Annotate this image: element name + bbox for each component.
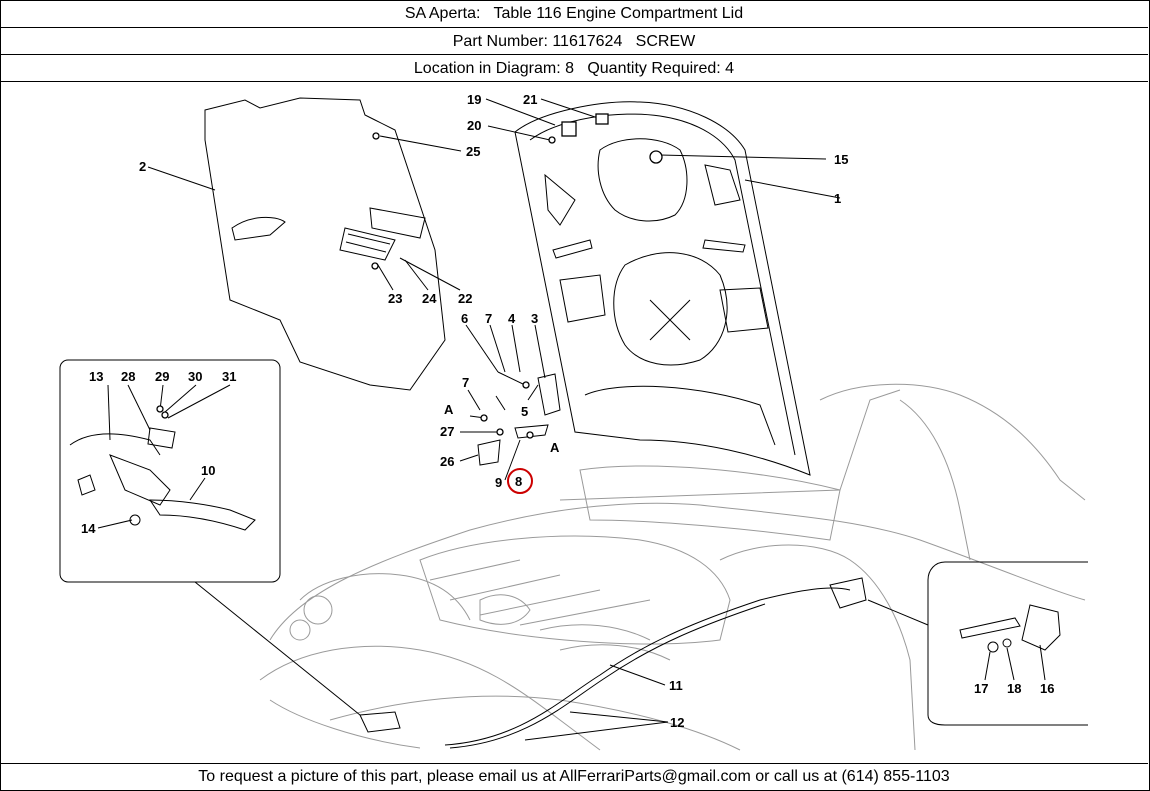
callout-1: 1	[834, 191, 841, 206]
callout-7-upper: 7	[485, 311, 492, 326]
callout-26: 26	[440, 454, 454, 469]
location-quantity-line: Location in Diagram: 8 Quantity Required…	[0, 55, 1148, 82]
callout-A-right: A	[550, 440, 560, 455]
callout-19: 19	[467, 92, 481, 107]
callout-24: 24	[422, 291, 437, 306]
part-29	[156, 405, 164, 413]
callout-25: 25	[466, 144, 480, 159]
callout-31: 31	[222, 369, 236, 384]
callout-2: 2	[139, 159, 146, 174]
callout-18: 18	[1007, 681, 1021, 696]
latch-inset	[59, 359, 281, 583]
callout-4: 4	[508, 311, 516, 326]
callout-22: 22	[458, 291, 472, 306]
callout-6: 6	[461, 311, 468, 326]
part-27	[496, 428, 504, 436]
callout-29: 29	[155, 369, 169, 384]
part-4	[522, 381, 530, 389]
callout-20: 20	[467, 118, 481, 133]
callout-15: 15	[834, 152, 848, 167]
callout-7-lower: 7	[462, 375, 469, 390]
part-8-screw	[526, 431, 534, 439]
insulation-panel-part-2	[204, 97, 446, 391]
callout-labels: 1 2 3 4 5 6 7 7 8 9 10 11 12 13 14 15 16…	[81, 92, 1054, 730]
part-30	[161, 411, 169, 419]
contact-footer: To request a picture of this part, pleas…	[0, 763, 1148, 790]
diagram-title: SA Aperta: Table 116 Engine Compartment …	[0, 0, 1148, 28]
part-15	[649, 150, 663, 164]
part-21	[595, 113, 609, 125]
callout-17: 17	[974, 681, 988, 696]
callout-23: 23	[388, 291, 402, 306]
callout-5: 5	[521, 404, 528, 419]
part-20	[548, 136, 556, 144]
callout-8: 8	[515, 474, 522, 489]
parts-diagram: 1 2 3 4 5 6 7 7 8 9 10 11 12 13 14 15 16…	[59, 92, 1088, 751]
callout-27: 27	[440, 424, 454, 439]
callout-3: 3	[531, 311, 538, 326]
callout-28: 28	[121, 369, 135, 384]
callout-30: 30	[188, 369, 202, 384]
highlight-ring-part-8	[507, 468, 533, 494]
callout-9: 9	[495, 475, 502, 490]
part-7b	[480, 414, 488, 422]
part-25	[372, 132, 380, 140]
callout-11: 11	[669, 678, 683, 693]
callout-A-left: A	[444, 402, 454, 417]
part-19	[561, 121, 577, 137]
leader-lines	[97, 98, 1046, 741]
callout-10: 10	[201, 463, 215, 478]
part-23	[371, 262, 379, 270]
callout-16: 16	[1040, 681, 1054, 696]
release-handle-inset	[829, 561, 1088, 726]
part-number-line: Part Number: 11617624 SCREW	[0, 28, 1148, 55]
callout-21: 21	[523, 92, 537, 107]
callout-14: 14	[81, 521, 96, 536]
car-outline	[259, 383, 1086, 751]
release-cable	[359, 587, 851, 749]
engine-lid-part-1	[514, 101, 811, 476]
callout-13: 13	[89, 369, 103, 384]
callout-12: 12	[670, 715, 684, 730]
small-parts	[156, 113, 663, 439]
